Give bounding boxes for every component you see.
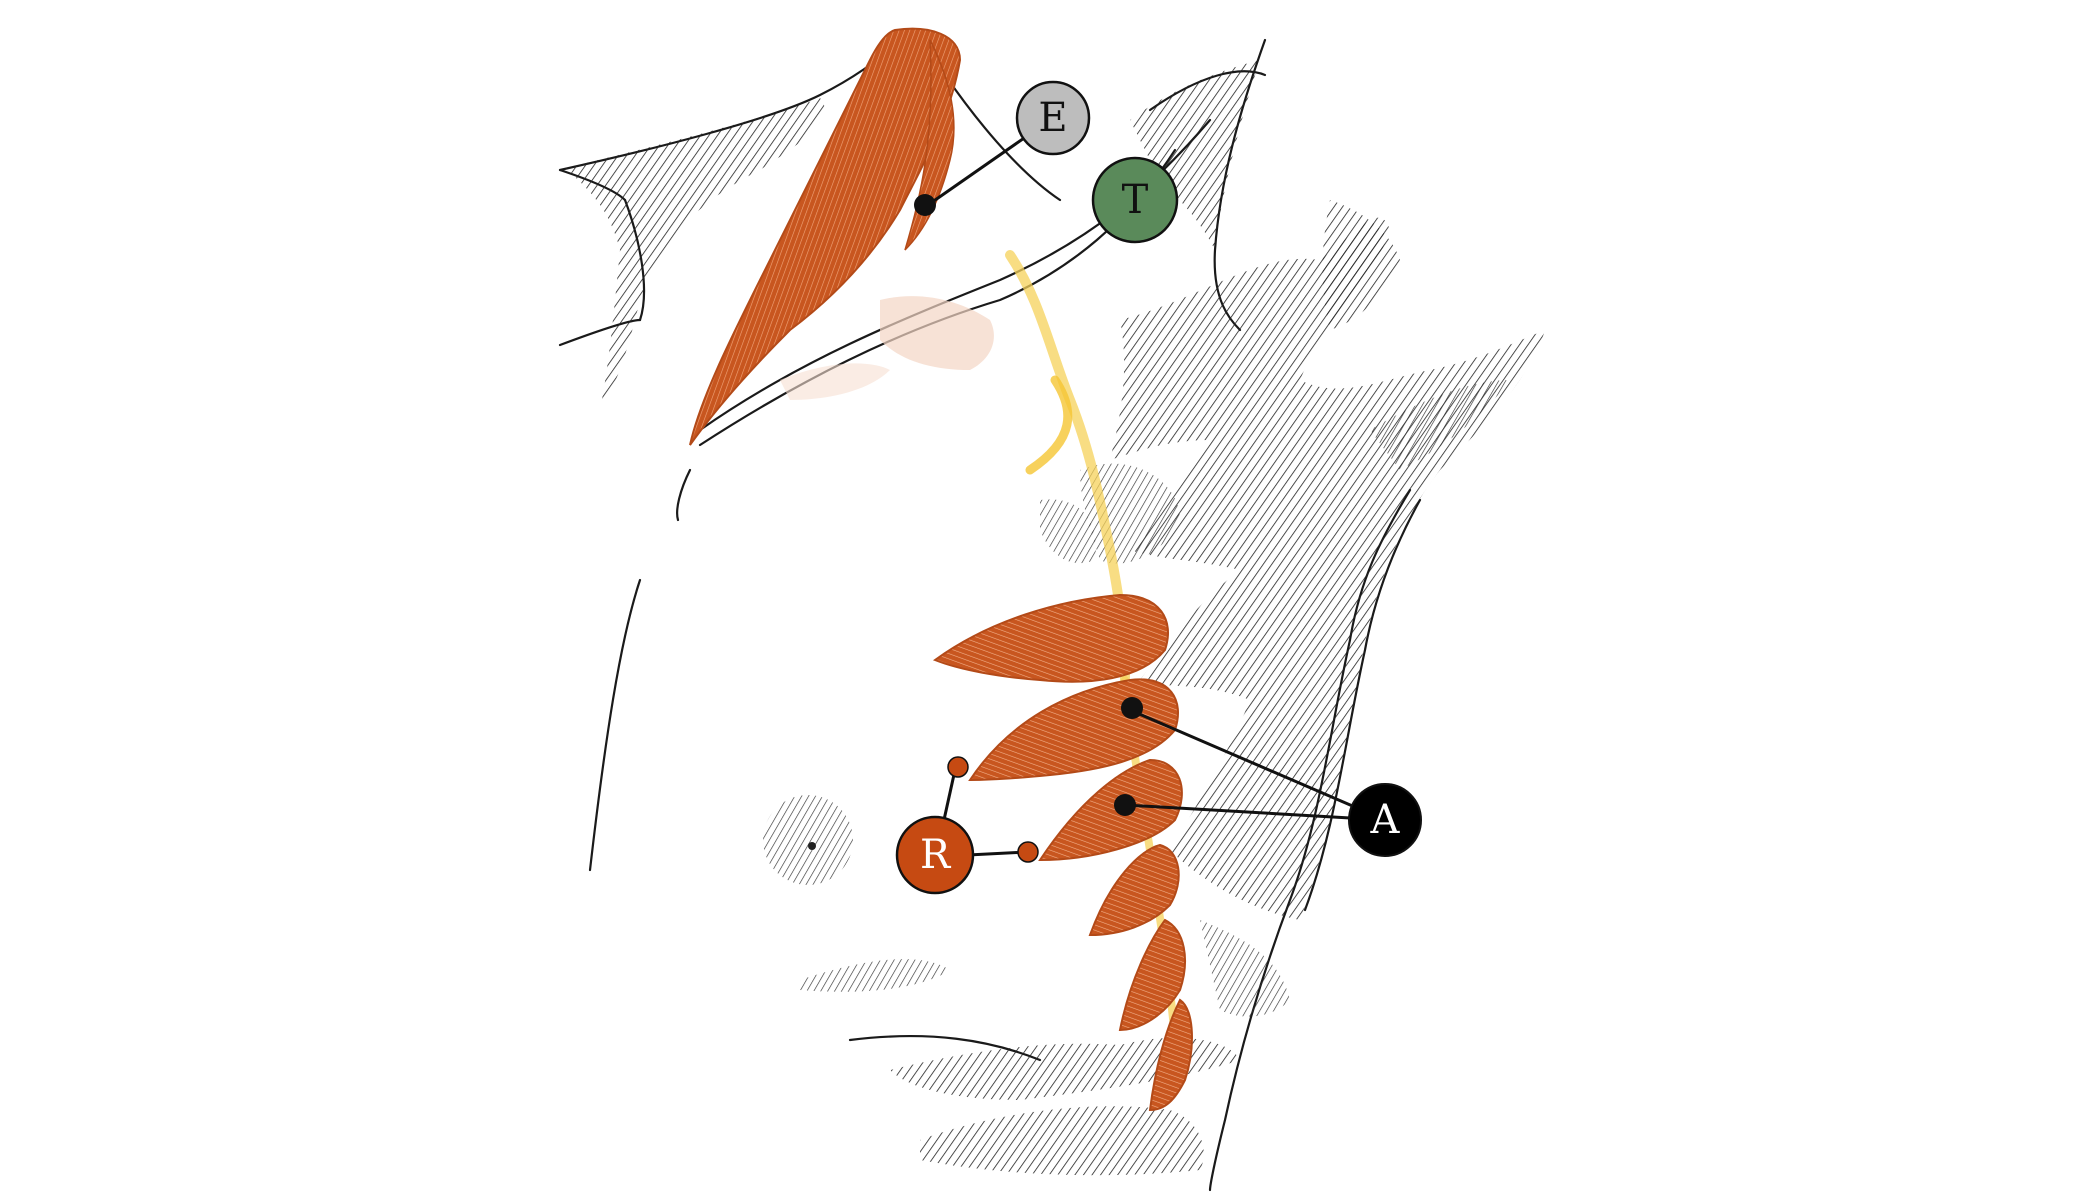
label-e: E	[1015, 80, 1091, 156]
leader-a-lower	[1124, 803, 1386, 822]
hatched-shading	[565, 60, 1545, 1176]
endpoint-dots	[914, 194, 1143, 863]
label-t: T	[1091, 156, 1179, 244]
label-r: R	[895, 815, 975, 895]
label-a-circle	[1348, 783, 1422, 857]
leader-a-upper	[1129, 708, 1386, 822]
label-e-text: E	[1038, 95, 1067, 141]
label-t-text: T	[1122, 177, 1149, 223]
label-a: A	[1348, 783, 1422, 857]
label-e-circle	[1015, 80, 1091, 156]
label-t-circle	[1091, 156, 1179, 244]
label-a-text: A	[1370, 797, 1401, 843]
label-r-circle	[895, 815, 975, 895]
upper-muscle	[689, 27, 994, 446]
label-r-text: R	[920, 832, 952, 878]
